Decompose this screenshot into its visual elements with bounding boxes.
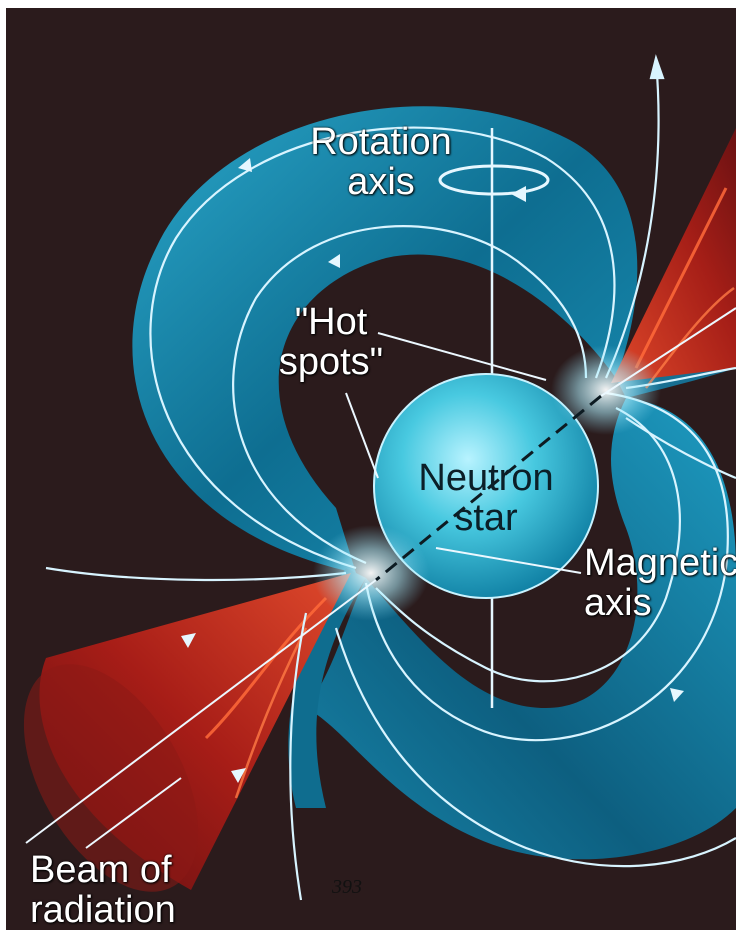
rotation-axis-label: Rotation axis	[310, 121, 452, 203]
neutron-star	[373, 373, 599, 599]
page-number: 393	[332, 876, 362, 898]
pulsar-illustration: Rotation axis "Hot spots" Neutron star M…	[6, 8, 736, 930]
magnetic-axis-label: Magnetic axis	[584, 542, 736, 624]
field-arrowheads	[181, 158, 684, 783]
hot-spots-label: "Hot spots"	[278, 301, 384, 383]
leader-lines	[345, 332, 582, 574]
magnetic-axis-line	[25, 307, 736, 849]
field-lines	[45, 54, 736, 901]
field-band-lower	[288, 398, 736, 860]
beam-of-radiation-label: Beam of radiation	[30, 849, 176, 930]
pulsar-diagram	[23, 54, 736, 901]
neutron-star-label: Neutron star	[418, 457, 554, 539]
